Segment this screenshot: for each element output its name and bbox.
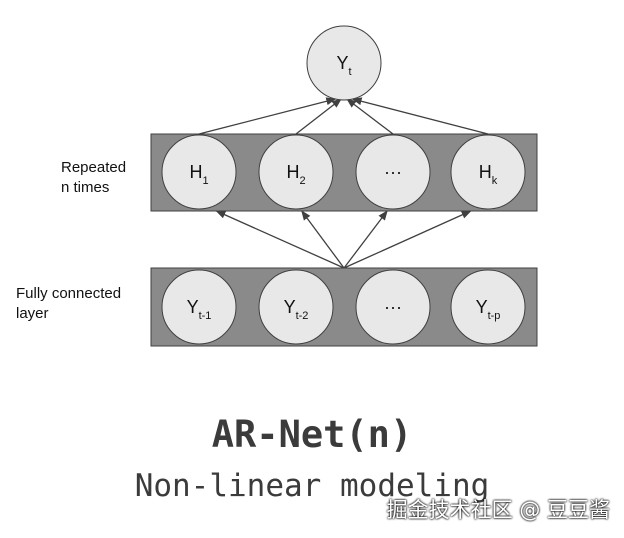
input-node-4-subscript: t-p [488,310,501,322]
hidden-node-4-circle [450,134,526,210]
arrow-hidden-to-output-4 [351,97,489,135]
hidden-node-4-label: Hk [479,162,498,187]
watermark: 掘金技术社区 @ 豆豆酱 [386,498,610,522]
input-node-1-subscript: t-1 [199,310,212,322]
arrow-input-to-hidden-4 [343,210,472,269]
output-node-yt-main: Y [336,53,348,73]
input-node-2-subscript: t-2 [296,310,309,322]
hidden-node-4: Hk [450,134,526,210]
hidden-node-1: H1 [161,134,237,210]
input-node-3-label: ··· [384,297,402,317]
hidden-node-3-label: ··· [384,162,402,182]
hidden-node-2-circle [258,134,334,210]
hidden-node-1-circle [161,134,237,210]
input-node-2-label: Yt-2 [284,297,309,322]
input-node-2: Yt-2 [258,269,334,345]
input-node-1-main: Y [187,297,199,317]
arrow-hidden-to-output-1 [198,97,337,135]
hidden-node-3-circle [355,134,431,210]
output-node-yt-label: Yt [336,53,351,78]
input-node-3-main: ··· [384,297,402,317]
hidden-node-2-main: H [286,162,299,182]
hidden-node-2-subscript: 2 [299,175,305,187]
input-node-4: Yt-p [450,269,526,345]
input-node-3-circle [355,269,431,345]
input-node-1-label: Yt-1 [187,297,212,322]
hidden-node-4-subscript: k [492,175,498,187]
hidden-node-3: ··· [355,134,431,210]
input-layer-label: Fully connected layer [16,284,121,324]
hidden-node-1-label: H1 [189,162,208,187]
input-node-1-circle [161,269,237,345]
hidden-layer-label-line-1: Repeated [61,159,127,176]
input-node-4-circle [450,269,526,345]
arrow-input-to-hidden-2 [301,210,345,269]
input-node-3: ··· [355,269,431,345]
hidden-layer-label-line-2: n times [61,179,110,196]
hidden-node-2-label: H2 [286,162,305,187]
hidden-node-1-main: H [189,162,202,182]
hidden-node-4-main: H [479,162,492,182]
arrow-hidden-to-output-3 [346,98,394,135]
input-node-4-main: Y [476,297,488,317]
output-node-yt-circle [306,25,382,101]
arrow-input-to-hidden-1 [215,210,345,269]
hidden-node-2: H2 [258,134,334,210]
output-node-yt: Yt [306,25,382,101]
hidden-node-1-subscript: 1 [202,175,208,187]
input-layer-label-line-2: layer [16,305,49,322]
arrow-hidden-to-output-2 [295,98,342,135]
input-node-2-main: Y [284,297,296,317]
input-layer-label-line-1: Fully connected [16,285,122,302]
arrow-input-to-hidden-3 [343,210,388,269]
hidden-node-3-main: ··· [384,162,402,182]
diagram-subtitle: Non-linear modeling [134,468,490,504]
output-node-yt-subscript: t [348,66,351,78]
input-node-2-circle [258,269,334,345]
diagram-title: AR-Net(n) [211,413,413,456]
input-node-1: Yt-1 [161,269,237,345]
hidden-layer-label: Repeated n times [61,158,126,198]
input-node-4-label: Yt-p [476,297,501,322]
